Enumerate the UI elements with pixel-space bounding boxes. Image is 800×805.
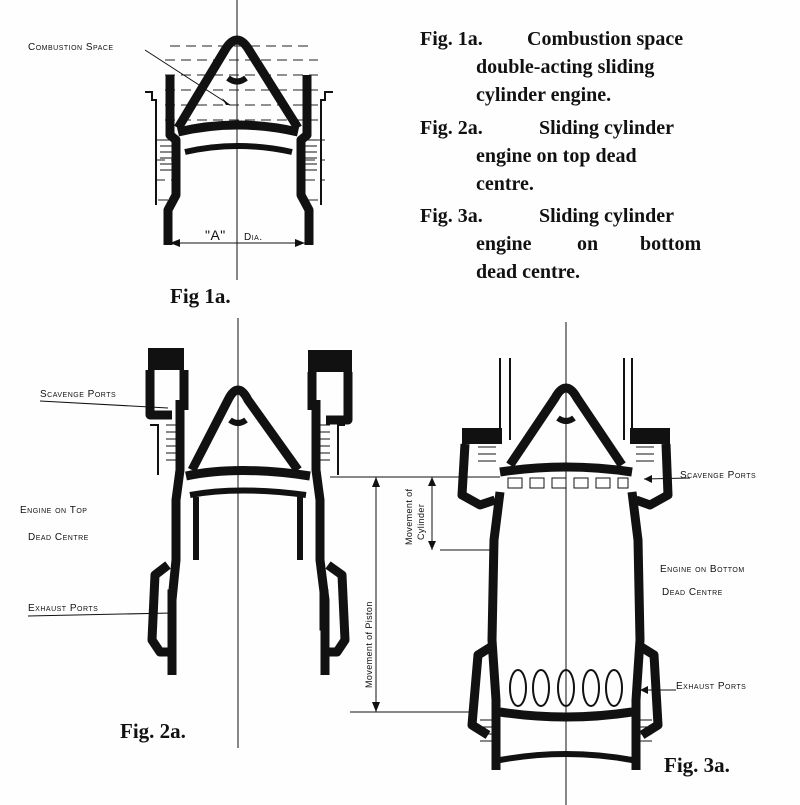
fig3-left-top-block bbox=[462, 428, 502, 444]
fig2-label-engine-line1: Engine on Top bbox=[20, 505, 87, 516]
fig1-caption: Fig 1a. bbox=[170, 284, 231, 308]
fig1-combustion-leader bbox=[144, 49, 231, 106]
caption-fig1-line2: double-acting sliding bbox=[476, 56, 654, 78]
fig1-wall-ribs bbox=[160, 139, 317, 171]
fig1-dim-arrow-right bbox=[295, 239, 305, 247]
caption-fig3-word-engine: engine bbox=[476, 233, 532, 255]
fig1-piston-bottom-face bbox=[184, 143, 293, 155]
fig1-left-cylinder-wall bbox=[163, 75, 181, 245]
caption-fig3-line3: dead centre. bbox=[476, 261, 580, 283]
fig3-right-top-block bbox=[630, 428, 670, 444]
fig1-drawing bbox=[144, 0, 333, 280]
fig1-right-jacket bbox=[320, 91, 333, 205]
fig2-label-piston-movement: Movement of Piston bbox=[364, 601, 374, 688]
fig3-crown-bulb bbox=[556, 415, 576, 424]
fig3-drawing bbox=[425, 322, 691, 805]
caption-fig1-number: Fig. 1a. bbox=[420, 28, 483, 50]
fig3-piston-lower-face bbox=[499, 707, 633, 722]
caption-fig1-title: Combustion space bbox=[527, 28, 683, 50]
fig2-drawing bbox=[27, 318, 470, 748]
fig3-left-scavenge-housing bbox=[457, 443, 497, 510]
caption-fig3-number: Fig. 3a. bbox=[420, 205, 483, 227]
caption-fig2-number: Fig. 2a. bbox=[420, 117, 483, 139]
fig2-scavenge-leader bbox=[39, 400, 169, 409]
fig3-label-engine-line2: Dead Centre bbox=[662, 587, 723, 598]
fig3-exhaust-arrowhead bbox=[640, 686, 648, 694]
fig3-cyl-arrow-top bbox=[428, 477, 436, 486]
fig3-right-cylinder-wall bbox=[627, 491, 645, 770]
fig2-piston-skirt bbox=[193, 497, 303, 560]
fig2-wall-ribs bbox=[166, 424, 330, 461]
fig2-right-top-block bbox=[308, 350, 352, 372]
fig3-label-cyl-line2: Cylinder bbox=[416, 504, 426, 540]
fig2-label-exhaust: Exhaust Ports bbox=[28, 603, 98, 614]
fig2-exhaust-leader bbox=[27, 612, 173, 617]
fig1-piston-crown bbox=[174, 35, 302, 131]
fig3-left-cylinder-wall bbox=[487, 491, 505, 770]
fig2-piston-arrow-top bbox=[372, 477, 380, 487]
fig2-label-scavenge: Scavenge Ports bbox=[40, 389, 116, 400]
fig1-combustion-arrowhead bbox=[222, 98, 230, 105]
caption-fig2-line2: engine on top dead bbox=[476, 145, 637, 167]
fig1-left-jacket bbox=[145, 91, 157, 205]
fig2-right-exhaust-port bbox=[319, 589, 329, 631]
fig3-cyl-arrow-bottom bbox=[428, 541, 436, 550]
fig2-left-top-block bbox=[148, 348, 184, 370]
fig2-crown-bulb bbox=[228, 417, 248, 426]
fig2-left-cylinder-wall bbox=[167, 400, 185, 675]
fig1-crown-bulb bbox=[226, 75, 248, 85]
fig3-label-cyl-line1: Movement of bbox=[404, 488, 414, 545]
fig3-left-exhaust-housing bbox=[467, 641, 497, 739]
fig3-scavenge-arrowhead bbox=[644, 475, 652, 483]
fig3-piston-top-face bbox=[499, 462, 633, 477]
fig2-right-cylinder-wall bbox=[311, 400, 330, 675]
fig3-exhaust-openings bbox=[509, 669, 623, 707]
caption-fig3-title: Sliding cylinder bbox=[539, 205, 674, 227]
caption-fig2-line3: centre. bbox=[476, 173, 534, 195]
fig2-piston-bottom-face bbox=[189, 487, 307, 498]
caption-fig1-line3: cylinder engine. bbox=[476, 84, 611, 106]
fig1-label-dia: Dia. bbox=[244, 232, 263, 243]
caption-fig3-word-on: on bbox=[577, 233, 598, 255]
fig1-dim-arrow-left bbox=[170, 239, 180, 247]
fig2-label-engine-line2: Dead Centre bbox=[28, 532, 89, 543]
fig3-label-engine-line1: Engine on Bottom bbox=[660, 564, 745, 575]
fig3-label-exhaust: Exhaust Ports bbox=[676, 681, 746, 692]
fig3-label-scavenge: Scavenge Ports bbox=[680, 470, 756, 481]
fig1-piston-top-face bbox=[176, 120, 300, 137]
fig2-flanges bbox=[150, 424, 345, 475]
fig1-label-a: "A" bbox=[205, 227, 226, 243]
fig2-piston-top-face bbox=[185, 466, 311, 481]
fig3-scavenge-openings bbox=[507, 477, 629, 489]
caption-block: Fig. 1a. Combustion space double-acting … bbox=[420, 28, 701, 283]
fig3-right-scavenge-housing bbox=[634, 443, 673, 510]
fig1-label-combustion: Combustion Space bbox=[28, 42, 114, 53]
caption-fig3-word-bottom: bottom bbox=[640, 233, 701, 255]
fig3-piston-crown bbox=[506, 383, 626, 468]
fig3-piston-bottom-face bbox=[499, 751, 633, 763]
fig3-caption: Fig. 3a. bbox=[664, 753, 730, 777]
fig2-left-exhaust-port bbox=[167, 589, 177, 631]
fig2-piston-crown bbox=[187, 385, 302, 473]
caption-fig2-title: Sliding cylinder bbox=[539, 117, 674, 139]
fig2-piston-arrow-bottom bbox=[372, 702, 380, 712]
fig2-right-exhaust-housing bbox=[325, 561, 350, 657]
fig2-caption: Fig. 2a. bbox=[120, 719, 186, 743]
fig3-guide-rods bbox=[499, 358, 633, 440]
fig2-left-exhaust-housing bbox=[147, 561, 172, 657]
fig1-right-cylinder-wall bbox=[296, 75, 314, 245]
